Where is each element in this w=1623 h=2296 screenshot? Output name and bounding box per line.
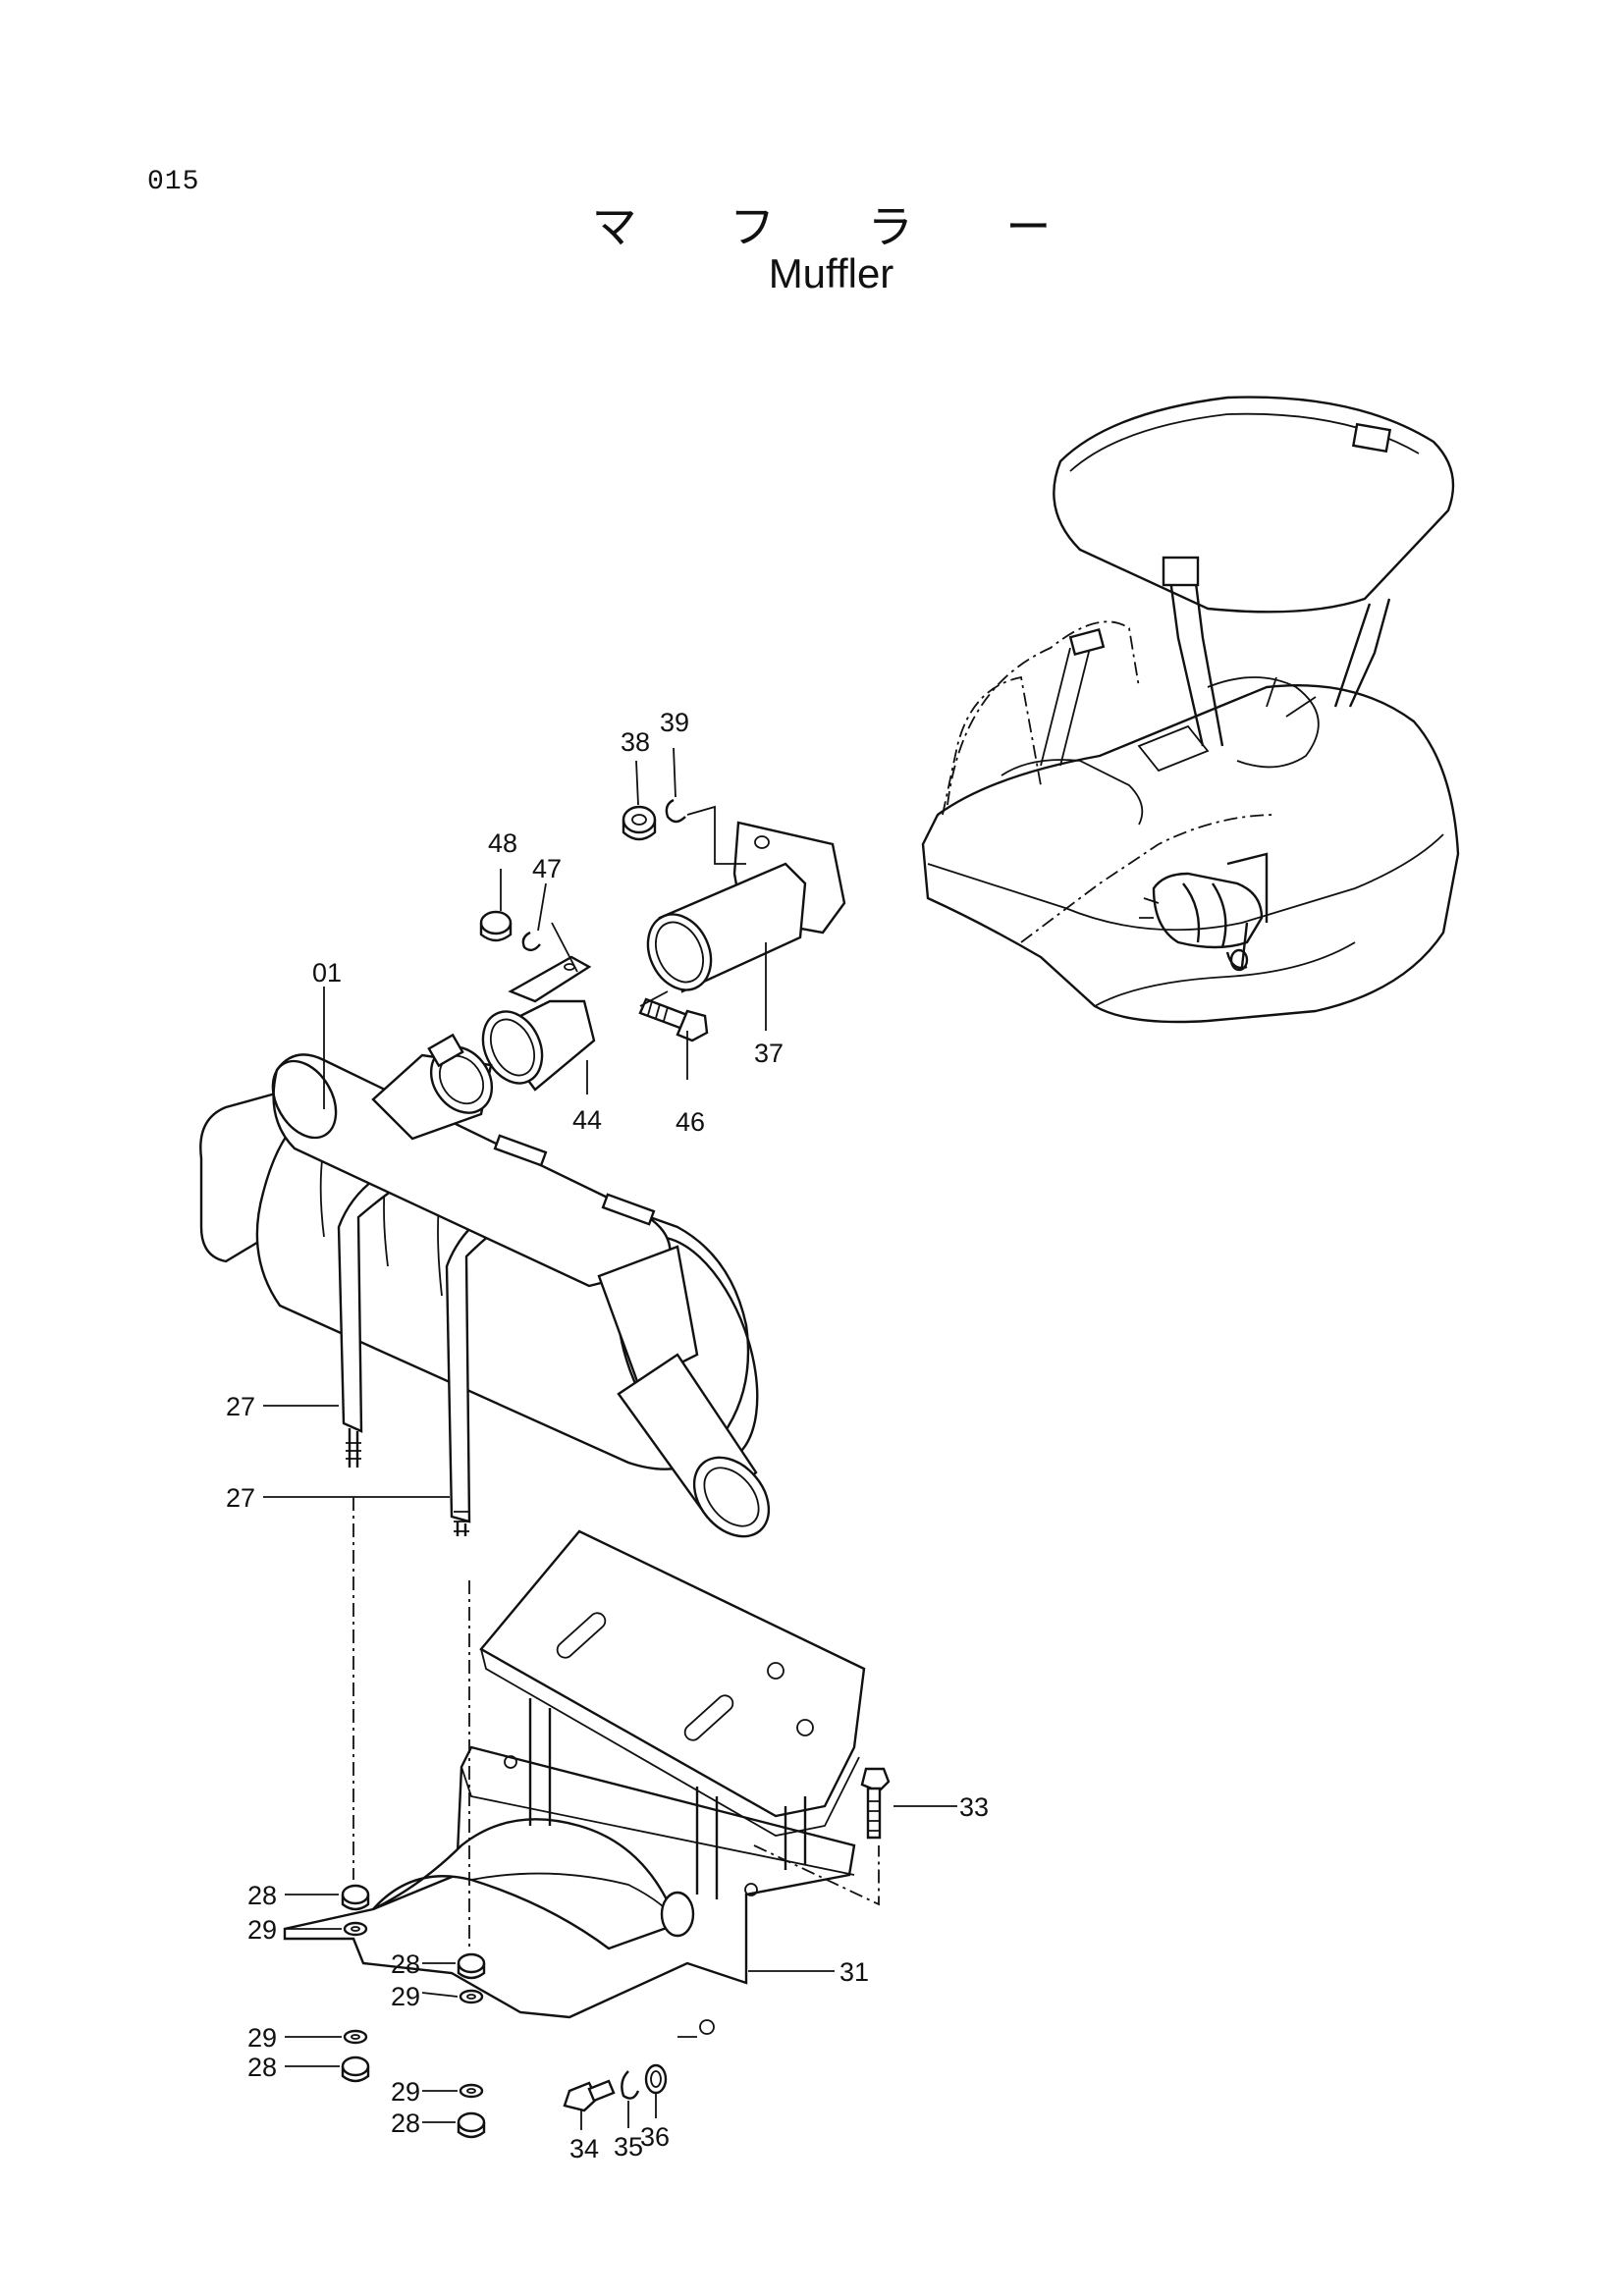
title-english: Muffler: [768, 250, 894, 296]
callout-29-a: 29: [247, 1915, 277, 1945]
nut-28b: [457, 1952, 486, 1980]
callout-28-c: 28: [247, 2053, 277, 2082]
washer-29a: [343, 1921, 368, 1937]
callout-36: 36: [640, 2122, 670, 2152]
nut-28d: [457, 2111, 486, 2139]
part-46-bolt: [638, 997, 709, 1042]
washer-29d: [459, 2083, 484, 2099]
callout-28-b: 28: [391, 1949, 420, 1979]
machine-overview-illustration: [921, 396, 1460, 1024]
nut-28c: [341, 2056, 370, 2083]
part-38-nut: [622, 805, 657, 841]
callout-34: 34: [569, 2134, 599, 2163]
callout-01: 01: [312, 958, 342, 988]
callout-labels: 01 48 47 44 46 38 39 37 27 27 33 28 29 2…: [226, 708, 989, 2163]
callout-47: 47: [532, 854, 562, 883]
callout-46: 46: [676, 1107, 705, 1137]
title-japanese: マ フ ラ ー: [591, 200, 1091, 253]
callout-28-d: 28: [391, 2109, 420, 2138]
part-31-bracket: [283, 1529, 866, 2038]
part-01-muffler: [199, 1033, 771, 1538]
exhaust-pipe-parts: [479, 798, 846, 1092]
callout-48: 48: [488, 828, 517, 858]
callout-27-b: 27: [226, 1483, 255, 1513]
callout-29-d: 29: [391, 2077, 420, 2107]
callout-39: 39: [660, 708, 689, 737]
callout-44: 44: [572, 1105, 602, 1135]
washer-29c: [343, 2029, 368, 2045]
callout-27-a: 27: [226, 1392, 255, 1421]
leader-lines: [263, 747, 957, 2130]
part-48-nut: [479, 910, 513, 942]
callout-28-a: 28: [247, 1881, 277, 1910]
washer-29b: [459, 1989, 484, 2004]
callout-37: 37: [754, 1039, 784, 1068]
part-37-exhaust-pipe: [646, 821, 846, 993]
callout-29-c: 29: [247, 2023, 277, 2053]
nut-28a: [341, 1884, 370, 1911]
page-number: 015: [147, 167, 200, 197]
callout-38: 38: [621, 727, 650, 757]
fasteners: [341, 1767, 891, 2139]
assembly-lines: [352, 805, 880, 1949]
callout-35: 35: [614, 2132, 643, 2162]
callout-33: 33: [959, 1792, 989, 1822]
callout-29-b: 29: [391, 1982, 420, 2011]
part-44-clamp: [481, 955, 596, 1092]
callout-31: 31: [839, 1957, 869, 1987]
